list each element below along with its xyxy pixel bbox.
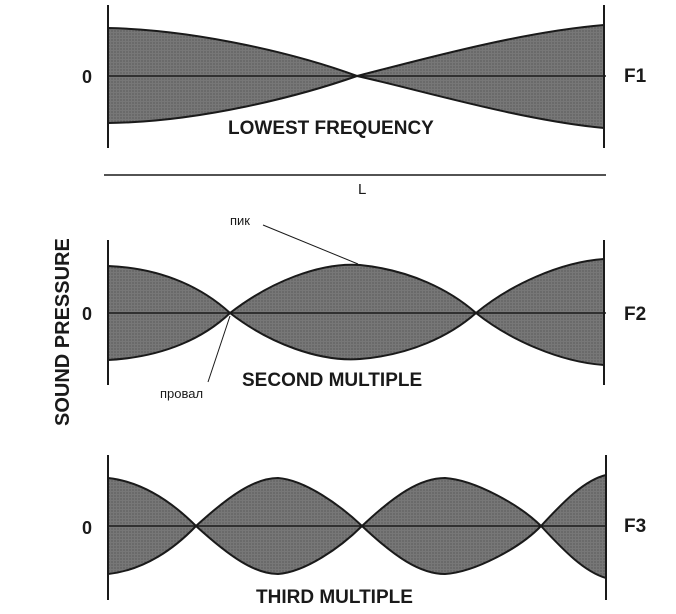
freq-label-f2: F2 [624,304,646,325]
panel-f1: 0 F1 LOWEST FREQUENCY [82,5,647,148]
wave-envelope-f2 [107,257,605,367]
panel-f3: 0 F3 THIRD MULTIPLE [82,455,646,608]
caption-f3: THIRD MULTIPLE [256,587,413,608]
panel-f2: 0 F2 SECOND MULTIPLE пик провал [82,213,646,401]
peak-leader [262,224,359,265]
length-label: L [358,181,366,198]
zero-label-f2: 0 [82,304,92,324]
trough-annotation: провал [160,386,203,401]
trough-leader [207,315,231,383]
freq-label-f1: F1 [624,66,647,87]
caption-f1: LOWEST FREQUENCY [228,118,434,139]
freq-label-f3: F3 [624,516,646,537]
caption-f2: SECOND MULTIPLE [242,370,422,391]
peak-annotation: пик [230,213,250,228]
zero-label-f1: 0 [82,67,92,87]
zero-label-f3: 0 [82,518,92,538]
sound-pressure-label: SOUND PRESSURE [52,238,74,426]
